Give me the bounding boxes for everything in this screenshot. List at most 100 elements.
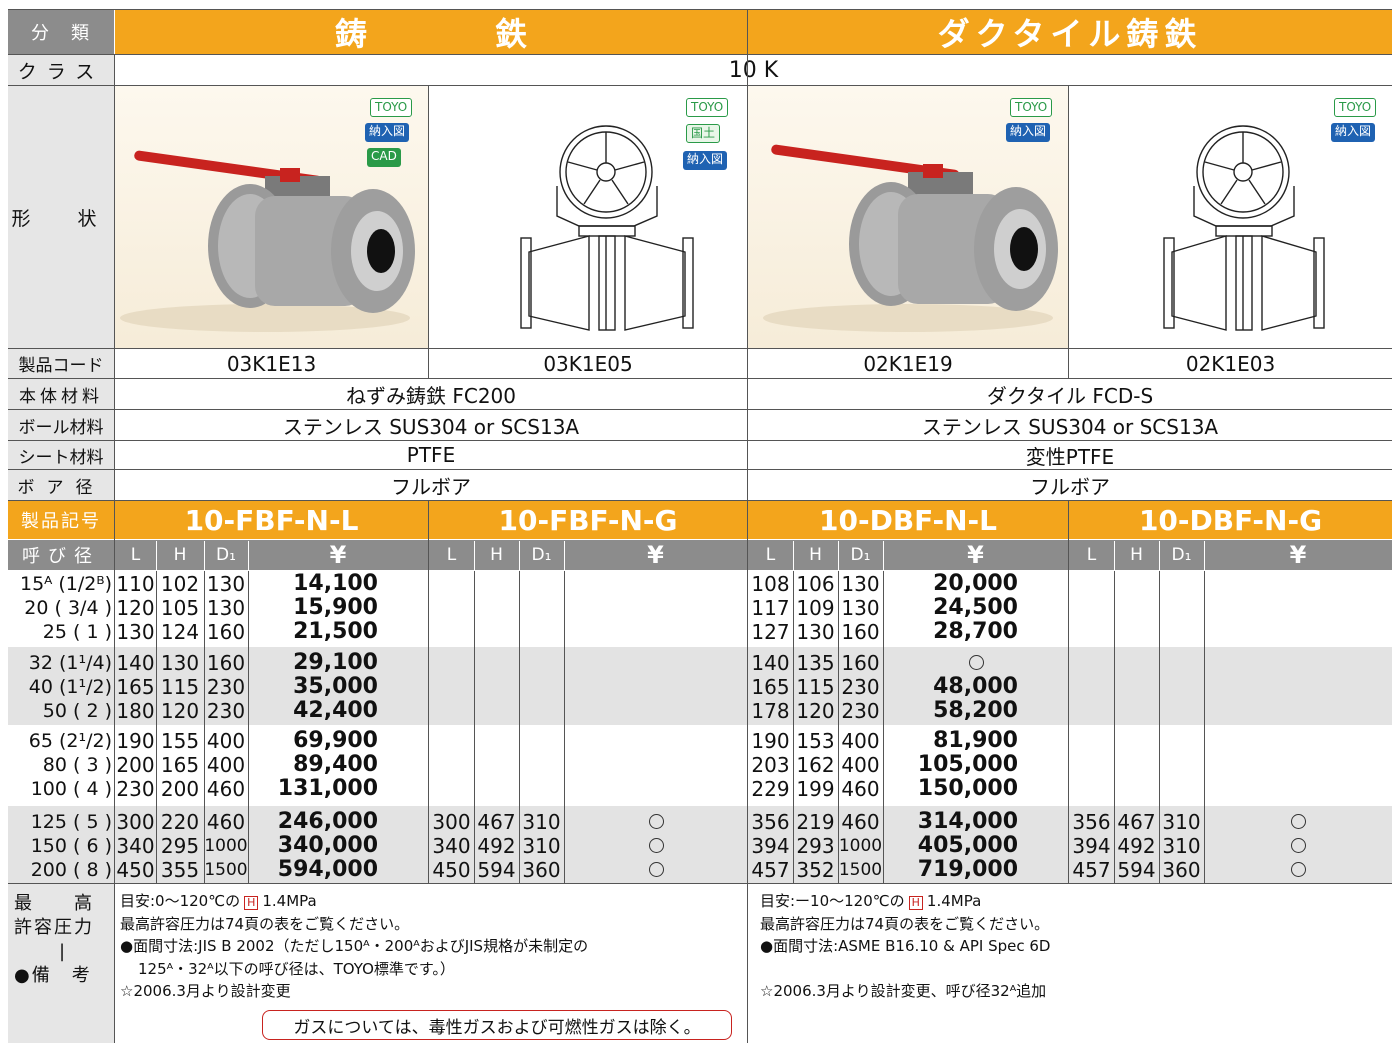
size-label: 20 ( 3/4 )	[24, 597, 112, 619]
size-label: 125 ( 5 )	[30, 811, 112, 833]
available-mark	[648, 838, 664, 853]
note-line: ☆2006.3月より設計変更、呼び径32ᴬ追加	[760, 982, 1047, 1001]
dim-cell-h: 352	[796, 858, 835, 882]
label-model: 製品記号	[21, 511, 101, 532]
price-cell: 15,900	[293, 595, 378, 620]
dim-cell-h: 130	[160, 651, 200, 675]
dim-cell-h: 105	[160, 596, 200, 620]
col-header-l: L	[446, 545, 457, 565]
label-column	[8, 54, 114, 500]
dim-cell-l: 229	[751, 777, 790, 801]
size-list: 32 (1¹/4)40 (1¹/2)50 ( 2 )	[8, 651, 112, 723]
dim-cell-l: 230	[116, 777, 155, 801]
price-cell: 405,000	[917, 833, 1018, 858]
label-bunrui: 分 類	[31, 23, 91, 44]
col-header-d: D₁	[1171, 545, 1192, 565]
col-header-yen: ¥	[329, 541, 347, 569]
dim-cell-d: 400	[841, 729, 880, 753]
available-mark	[1291, 862, 1306, 877]
dim-cell-d: 460	[206, 810, 246, 834]
price-cell: 150,000	[917, 776, 1018, 801]
col-header-l: L	[1086, 545, 1097, 565]
label-pressure-line: |	[58, 941, 66, 962]
price-cell: 340,000	[277, 833, 378, 858]
dim-cell-d: 310	[1162, 834, 1201, 858]
size-label: 40 (1¹/2)	[28, 676, 112, 698]
size-list: 15ᴬ (1/2ᴮ)20 ( 3/4 )25 ( 1 )	[8, 572, 112, 644]
dim-cell-l: 450	[116, 858, 155, 882]
dim-cell-h: 115	[796, 675, 835, 699]
size-label: 65 (2¹/2)	[28, 730, 112, 752]
price-cell: 21,500	[293, 619, 378, 644]
dim-cell-d: 130	[841, 596, 880, 620]
size-list: 125 ( 5 )150 ( 6 )200 ( 8 )	[8, 810, 112, 882]
column-header-row	[8, 540, 1392, 570]
badge-nonyuzu[interactable]: 納入図	[1006, 123, 1051, 142]
label-bore: ボア径	[17, 477, 105, 498]
dim-cell-h: 130	[796, 620, 835, 644]
dim-cell-l: 165	[751, 675, 790, 699]
dim-cell-d: 1500	[204, 860, 248, 880]
product-image-02K1E19	[748, 86, 1068, 348]
dim-cell-d: 130	[206, 572, 246, 596]
label-pressure-line: 最 高	[14, 893, 94, 914]
available-mark	[648, 814, 664, 829]
dim-cell-h: 120	[160, 699, 200, 723]
label-pressure-line: ●備 考	[14, 965, 92, 986]
label-size: 呼び径	[22, 546, 100, 567]
group-name-cast-iron: 鋳 鉄	[334, 15, 527, 53]
available-mark	[968, 655, 984, 670]
badge-kokudo[interactable]: 国土	[686, 124, 721, 143]
dim-cell-h: 594	[1117, 858, 1156, 882]
badge-cad[interactable]: CAD	[367, 148, 401, 167]
dim-cell-d: 1000	[838, 836, 883, 856]
product-code-02K1E19: 02K1E19	[863, 351, 953, 376]
bore-cast: フルボア	[391, 474, 471, 499]
available-mark	[1291, 838, 1306, 853]
dim-cell-d: 400	[841, 753, 880, 777]
dim-cell-h: 295	[160, 834, 200, 858]
badge-nonyuzu[interactable]: 納入図	[1331, 123, 1376, 142]
note-line: ●面間寸法:JIS B 2002（ただし150ᴬ・200ᴬおよびJIS規格が未制…	[120, 937, 589, 956]
price-cell: 48,000	[933, 674, 1018, 699]
label-pressure: 最 高 許容圧力 | ●備 考	[14, 892, 110, 988]
price-cell: 105,000	[917, 752, 1018, 777]
size-label: 150 ( 6 )	[30, 835, 112, 857]
note-line: 最高許容圧力は74頁の表をご覧ください。	[120, 914, 410, 933]
dim-cell-l: 140	[751, 651, 790, 675]
col-header-h: H	[490, 545, 503, 565]
dim-cell-d: 1500	[838, 860, 883, 880]
model-row	[8, 501, 1392, 539]
product-image-03K1E13	[115, 86, 428, 348]
dim-cell-h: 115	[160, 675, 200, 699]
price-cell: 89,400	[293, 752, 378, 777]
lever-valve-image	[120, 150, 415, 332]
badge-nonyuzu[interactable]: 納入図	[365, 123, 410, 142]
dim-cell-h: 165	[160, 753, 200, 777]
product-code-02K1E03: 02K1E03	[1185, 351, 1276, 376]
dim-cell-d: 1000	[204, 836, 248, 856]
label-class: クラス	[17, 60, 105, 83]
dim-cell-l: 450	[432, 858, 471, 882]
dim-cell-l: 165	[116, 675, 155, 699]
dim-cell-l: 300	[116, 810, 155, 834]
dim-cell-h: 162	[796, 753, 835, 777]
band-125-200	[8, 806, 1392, 883]
label-pressure-line: 許容圧力	[14, 917, 94, 938]
price-cell: 314,000	[917, 809, 1018, 834]
dim-cell-h: 106	[796, 572, 835, 596]
dim-cell-h: 467	[1117, 810, 1156, 834]
dim-cell-h: 492	[477, 834, 516, 858]
dim-cell-l: 190	[751, 729, 790, 753]
dim-cell-h: 219	[796, 810, 835, 834]
dim-cell-d: 360	[522, 858, 561, 882]
dim-cell-l: 340	[116, 834, 155, 858]
dim-cell-h: 109	[796, 596, 835, 620]
dim-cell-l: 200	[116, 753, 155, 777]
badge-nonyuzu[interactable]: 納入図	[683, 151, 728, 170]
dim-cell-d: 460	[841, 810, 880, 834]
dim-cell-l: 130	[116, 620, 155, 644]
group-header-cast-iron	[115, 10, 747, 54]
